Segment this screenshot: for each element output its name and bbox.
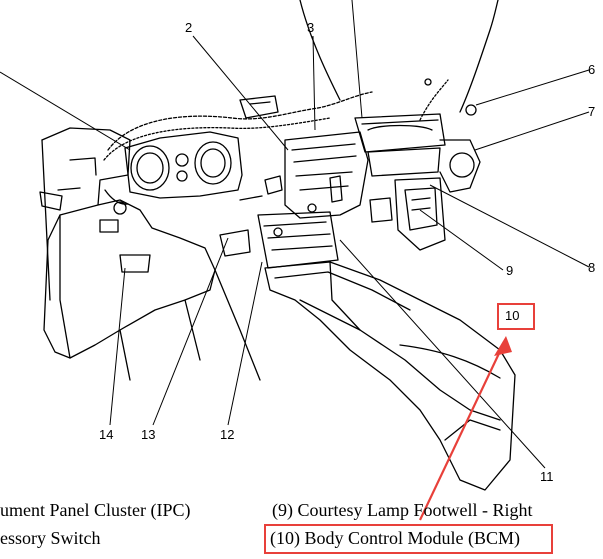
center-stack	[284, 131, 369, 219]
callout-13: 13	[141, 427, 155, 442]
legend-ipc: ument Panel Cluster (IPC)	[0, 500, 191, 520]
legend-courtesy-lamp: (9) Courtesy Lamp Footwell - Right	[272, 500, 533, 520]
instrument-cluster	[124, 131, 243, 199]
legend-accessory-switch: essory Switch	[0, 528, 101, 548]
callout-9: 9	[506, 263, 513, 278]
callout-numbers: 2 3 6 7 8 9 10 11 12 13 14	[99, 20, 595, 484]
legend-bcm-highlight-box	[264, 524, 553, 554]
callout-10: 10	[505, 308, 519, 323]
center-console	[264, 261, 516, 491]
callout-8: 8	[588, 260, 595, 275]
callout-2: 2	[185, 20, 192, 35]
callout-12: 12	[220, 427, 234, 442]
callout-3: 3	[307, 20, 314, 35]
left-dash-panel	[41, 127, 216, 359]
legend-bcm: (10) Body Control Module (BCM)	[270, 528, 520, 548]
bcm-highlight-arrow	[419, 344, 504, 521]
callout-6: 6	[588, 62, 595, 77]
arrowhead-icon	[494, 336, 512, 356]
callout-10-highlight-box	[497, 303, 535, 330]
callout-7: 7	[588, 104, 595, 119]
callout-11: 11	[540, 469, 554, 484]
callout-14: 14	[99, 427, 113, 442]
hvac-module	[354, 113, 446, 153]
